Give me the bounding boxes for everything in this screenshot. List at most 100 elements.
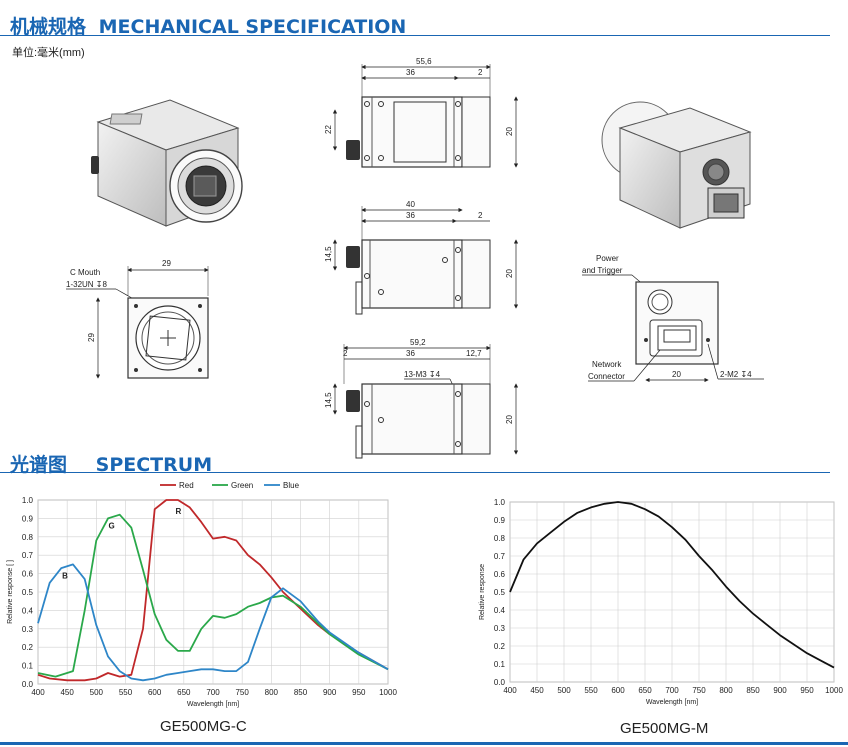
- y-tick-label: 0.5: [22, 588, 34, 597]
- spectrum-divider: [0, 472, 830, 473]
- x-axis-label: Wavelength [nm]: [646, 699, 698, 706]
- bottom-h-left-label: 14,5: [324, 392, 333, 408]
- side-h-right-label: 20: [505, 269, 514, 278]
- top-body-label: 36: [406, 68, 415, 77]
- series-line-response: [509, 501, 835, 669]
- side-flange-label: 2: [478, 211, 483, 220]
- x-tick-label: 850: [294, 688, 308, 697]
- front-thread-label: 1-32UN ↧8: [66, 280, 107, 289]
- x-tick-label: 500: [557, 686, 571, 695]
- x-tick-label: 600: [148, 688, 162, 697]
- series-peak-label: B: [62, 571, 68, 580]
- side-h-left-label: 14,5: [324, 246, 333, 262]
- spectrum-section-title: 光谱图 SPECTRUM: [10, 450, 212, 477]
- y-tick-label: 1.0: [22, 496, 34, 505]
- x-tick-label: 1000: [379, 688, 397, 697]
- top-view: 55,6 36 2 22 20: [324, 57, 519, 168]
- camera-3d-rear: [601, 101, 752, 229]
- y-tick-label: 0.6: [494, 570, 506, 579]
- x-tick-label: 750: [235, 688, 249, 697]
- y-tick-label: 0.8: [22, 533, 34, 542]
- camera-3d-front: [91, 99, 243, 227]
- mech-divider: [0, 35, 830, 36]
- bottom-h-right-label: 20: [505, 415, 514, 424]
- series-peak-label: R: [175, 507, 181, 516]
- y-axis-label: Relative response [ ]: [7, 560, 14, 624]
- x-tick-label: 450: [60, 688, 74, 697]
- x-tick-label: 550: [119, 688, 133, 697]
- series-line-green: [37, 513, 389, 678]
- rear-network-label: Network: [592, 360, 622, 369]
- x-tick-label: 900: [323, 688, 337, 697]
- y-tick-label: 1.0: [494, 498, 506, 507]
- series-line-blue: [37, 563, 389, 682]
- y-tick-label: 0.0: [494, 678, 506, 687]
- rear-trigger-label: and Trigger: [582, 266, 623, 275]
- x-tick-label: 800: [719, 686, 733, 695]
- unit-label: 单位:毫米(mm): [12, 47, 85, 59]
- front-view: C Mouth 1-32UN ↧8 29 29: [66, 259, 209, 379]
- y-tick-label: 0.3: [22, 625, 34, 634]
- rear-connector-label: Connector: [588, 372, 625, 381]
- x-tick-label: 400: [503, 686, 517, 695]
- x-tick-label: 650: [638, 686, 652, 695]
- x-tick-label: 900: [773, 686, 787, 695]
- bottom-body-label: 36: [406, 349, 415, 358]
- rear-holes-label: 2-M2 ↧4: [720, 370, 752, 379]
- y-tick-label: 0.3: [494, 624, 506, 633]
- front-height-label: 29: [87, 333, 96, 342]
- top-total-label: 55,6: [416, 57, 432, 66]
- x-tick-label: 750: [692, 686, 706, 695]
- bottom-right-label: 12,7: [466, 349, 482, 358]
- spectrum-title-en: SPECTRUM: [95, 454, 213, 476]
- rear-power-label: Power: [596, 254, 619, 263]
- legend-label: Green: [231, 481, 253, 490]
- top-h-right-label: 20: [505, 127, 514, 136]
- front-mount-label: C Mouth: [70, 268, 100, 277]
- y-tick-label: 0.7: [22, 551, 34, 560]
- y-tick-label: 0.9: [22, 514, 34, 523]
- x-tick-label: 550: [584, 686, 598, 695]
- legend-label: Blue: [283, 481, 300, 490]
- y-tick-label: 0.9: [494, 516, 506, 525]
- mech-title-cn: 机械规格: [10, 16, 87, 38]
- color-chart-caption: GE500MG-C: [160, 718, 247, 735]
- y-tick-label: 0.1: [494, 660, 506, 669]
- legend-label: Red: [179, 481, 194, 490]
- spectrum-title-cn: 光谱图: [10, 454, 68, 476]
- top-flange-label: 2: [478, 68, 483, 77]
- x-tick-label: 700: [206, 688, 220, 697]
- x-tick-label: 800: [265, 688, 279, 697]
- side-total-label: 40: [406, 200, 415, 209]
- y-tick-label: 0.4: [494, 606, 506, 615]
- side-body-label: 36: [406, 211, 415, 220]
- x-tick-label: 450: [530, 686, 544, 695]
- y-tick-label: 0.4: [22, 606, 34, 615]
- y-axis-label: Relative response: [479, 564, 486, 620]
- bottom-left-label: 2: [343, 349, 348, 358]
- footer-line: [0, 742, 848, 745]
- x-tick-label: 1000: [825, 686, 843, 695]
- x-axis-label: Wavelength [nm]: [187, 701, 239, 708]
- top-h-left-label: 22: [324, 125, 333, 134]
- mech-title-en: MECHANICAL SPECIFICATION: [98, 16, 407, 38]
- y-tick-label: 0.0: [22, 680, 34, 689]
- x-tick-label: 400: [31, 688, 45, 697]
- x-tick-label: 950: [352, 688, 366, 697]
- mechanical-drawings: C Mouth 1-32UN ↧8 29 29 55,6 36 2: [66, 57, 764, 459]
- y-tick-label: 0.6: [22, 570, 34, 579]
- x-tick-label: 600: [611, 686, 625, 695]
- y-tick-label: 0.2: [22, 643, 34, 652]
- series-peak-label: G: [109, 522, 115, 531]
- front-width-label: 29: [162, 259, 171, 268]
- rear-width-label: 20: [672, 370, 681, 379]
- rear-view: Power and Trigger Network Connector 20 2…: [582, 254, 764, 383]
- bottom-view: 59,2 2 36 12,7 13-M3 ↧4 14,5 20: [324, 338, 519, 459]
- mono-chart-caption: GE500MG-M: [620, 720, 709, 737]
- side-view: 40 36 2 14,5 20: [324, 200, 519, 315]
- bottom-total-label: 59,2: [410, 338, 426, 347]
- y-tick-label: 0.1: [22, 662, 34, 671]
- x-tick-label: 500: [90, 688, 104, 697]
